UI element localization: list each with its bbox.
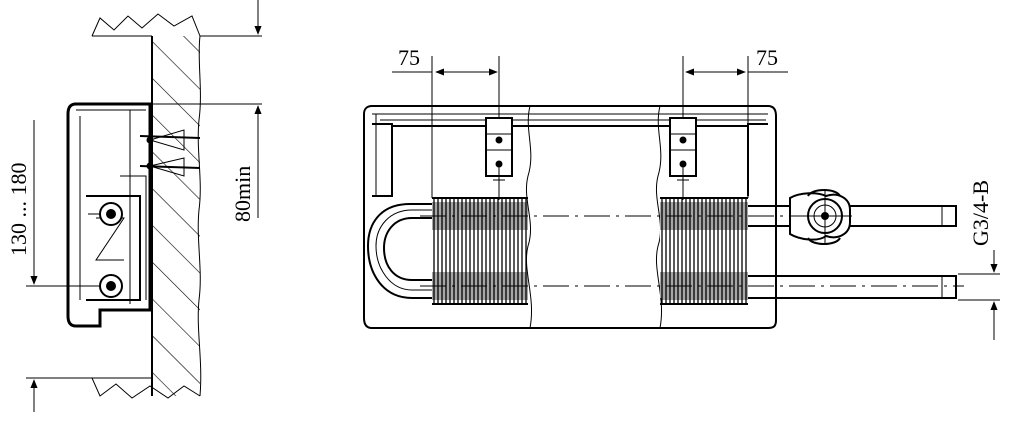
front-view: 75 75 G3/4-B <box>363 45 1000 340</box>
left-bracket-dimension: 75 <box>392 45 500 198</box>
right-bracket-dim-label: 75 <box>756 45 778 70</box>
break-line-right <box>655 105 663 329</box>
right-bracket-dimension: 75 <box>682 45 788 198</box>
upper-connection-pipe <box>748 189 957 245</box>
u-bend-tube <box>366 203 432 299</box>
radiator-side-profile <box>66 102 201 328</box>
fin-block-right <box>660 197 748 305</box>
valve-fitting <box>800 190 852 244</box>
break-line-left <box>525 105 533 329</box>
thread-label: G3/4-B <box>968 180 993 246</box>
fin-block-left <box>432 197 528 305</box>
height-range-label: 130 ... 180 <box>6 163 31 257</box>
mounting-bracket-left <box>485 117 513 200</box>
height-range-dimension: 130 ... 180 <box>6 120 100 412</box>
mounting-bracket-right <box>669 117 697 200</box>
thread-dimension: G3/4-B <box>958 180 1000 340</box>
side-view: 80min 130 ... 180 <box>6 0 262 412</box>
radiator-casing <box>363 105 777 329</box>
wall-clearance-label: 80min <box>230 166 255 222</box>
lower-connection-pipe <box>748 275 957 299</box>
wall-clearance-dimension: 80min <box>150 0 262 222</box>
wall-section <box>91 13 202 399</box>
left-bracket-dim-label: 75 <box>398 45 420 70</box>
